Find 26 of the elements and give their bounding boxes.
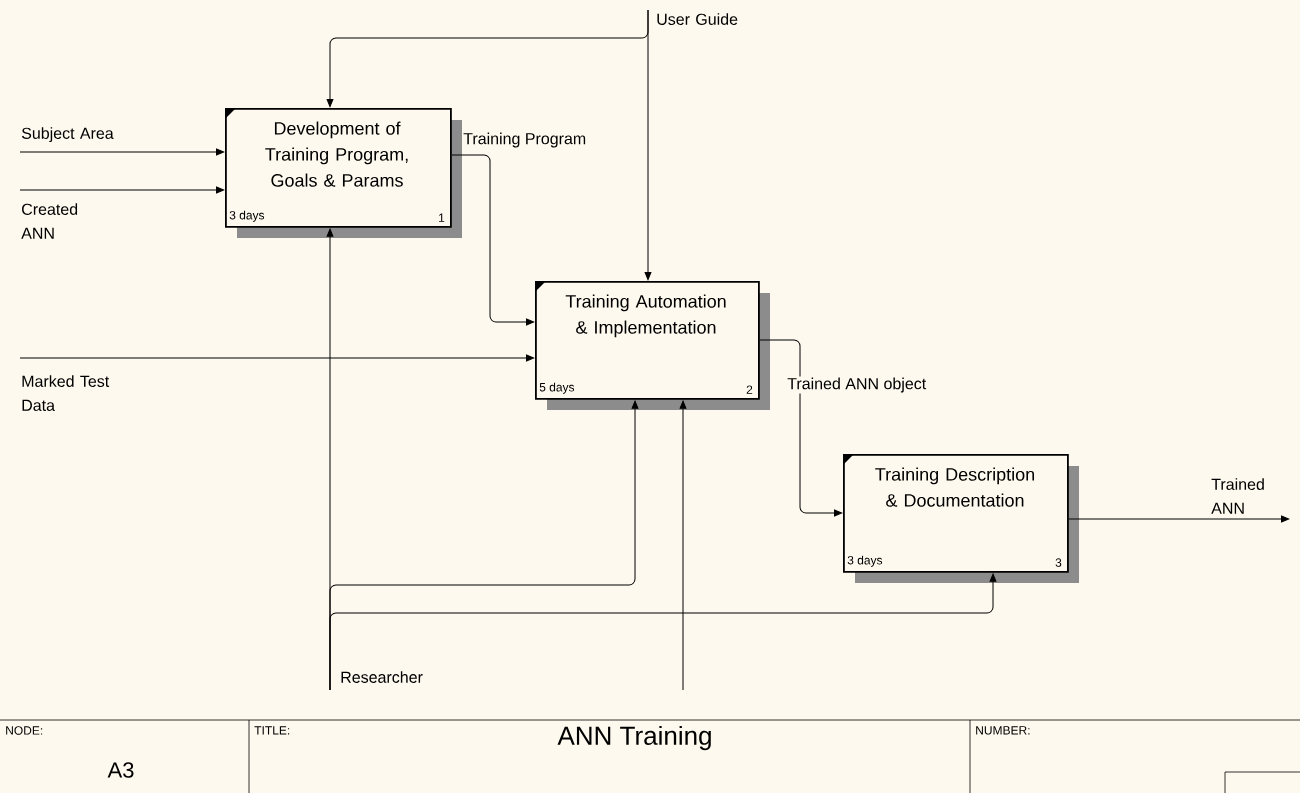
cell-caption: NUMBER: [976, 726, 1030, 735]
arrow-label: Created ANN [21, 203, 78, 239]
arrow [19, 148, 225, 156]
arrow [19, 354, 535, 362]
cell-caption: TITLE: [254, 726, 290, 735]
duration-label: 5 days [539, 382, 575, 394]
arrow-label: User Guide [657, 13, 738, 25]
arrow [759, 339, 843, 517]
arrow [679, 400, 687, 691]
box-number: 3 [1055, 558, 1062, 567]
node-number: A3 [107, 762, 134, 778]
arrow [451, 154, 535, 326]
duration-label: 3 days [229, 210, 265, 222]
cell-caption: NODE: [6, 726, 43, 735]
arrow [19, 186, 225, 194]
box-number: 1 [439, 213, 445, 222]
arrow [329, 573, 997, 691]
arrow-label: Researcher [341, 671, 423, 683]
box-number: 2 [746, 385, 753, 394]
title: ANN Training [557, 725, 711, 751]
arrow [644, 9, 652, 281]
arrow-label: Subject Area [21, 127, 114, 143]
arrow [1068, 515, 1290, 523]
duration-label: 3 days [847, 555, 883, 567]
arrow-label: Marked Test Data [22, 375, 110, 411]
arrow-label: Trained ANN [1211, 478, 1264, 514]
